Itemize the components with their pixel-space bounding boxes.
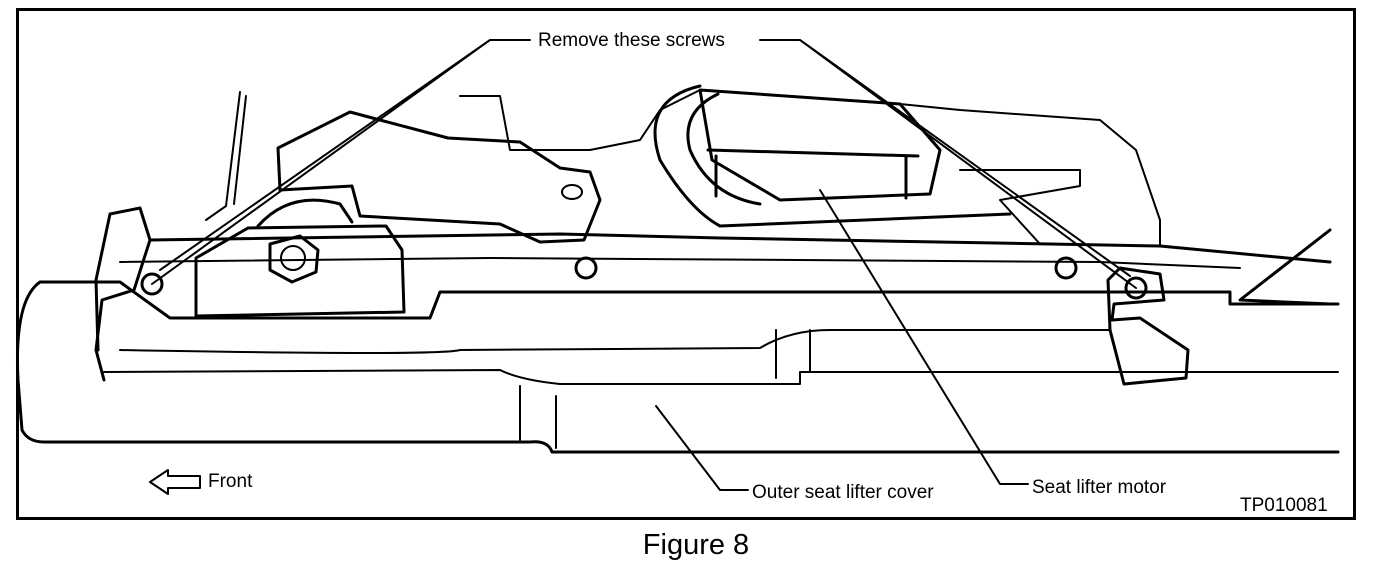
leader-cover [655, 405, 749, 491]
recliner-arm [276, 110, 602, 244]
cover-step [519, 329, 811, 449]
figure-frame [16, 8, 1356, 520]
seat-upper-frame [459, 89, 1161, 247]
screw-right [1054, 256, 1078, 280]
motor-bracket [706, 148, 920, 200]
leader-screws-left [151, 39, 531, 285]
motor-callout: Seat lifter motor [1032, 477, 1167, 498]
seat-lifter-motor-body [698, 88, 942, 202]
figure-caption: Figure 8 [642, 529, 750, 561]
back-rod [205, 91, 247, 221]
gear-wheel [256, 198, 354, 228]
screws-callout: Remove these screws [538, 30, 725, 51]
leader-screws-right [759, 39, 1137, 289]
screw-mid [574, 256, 598, 280]
rear-latch [1106, 266, 1190, 386]
front-label: Front [208, 471, 253, 492]
hex-bolt [268, 234, 320, 284]
bolt-bracket [194, 224, 406, 318]
screw-left [140, 272, 164, 296]
front-arrow-icon [149, 469, 201, 495]
leader-motor [819, 189, 1029, 485]
cover-top-ridge [119, 329, 1111, 354]
screw-rear [1124, 276, 1148, 300]
front-bracket [94, 206, 152, 382]
cover-inner-edge [103, 369, 1339, 385]
figure-code: TP010081 [1240, 495, 1328, 516]
motor-cable [653, 84, 1012, 228]
outer-seat-lifter-cover [16, 280, 1340, 454]
outer-cover-callout: Outer seat lifter cover [752, 482, 934, 503]
